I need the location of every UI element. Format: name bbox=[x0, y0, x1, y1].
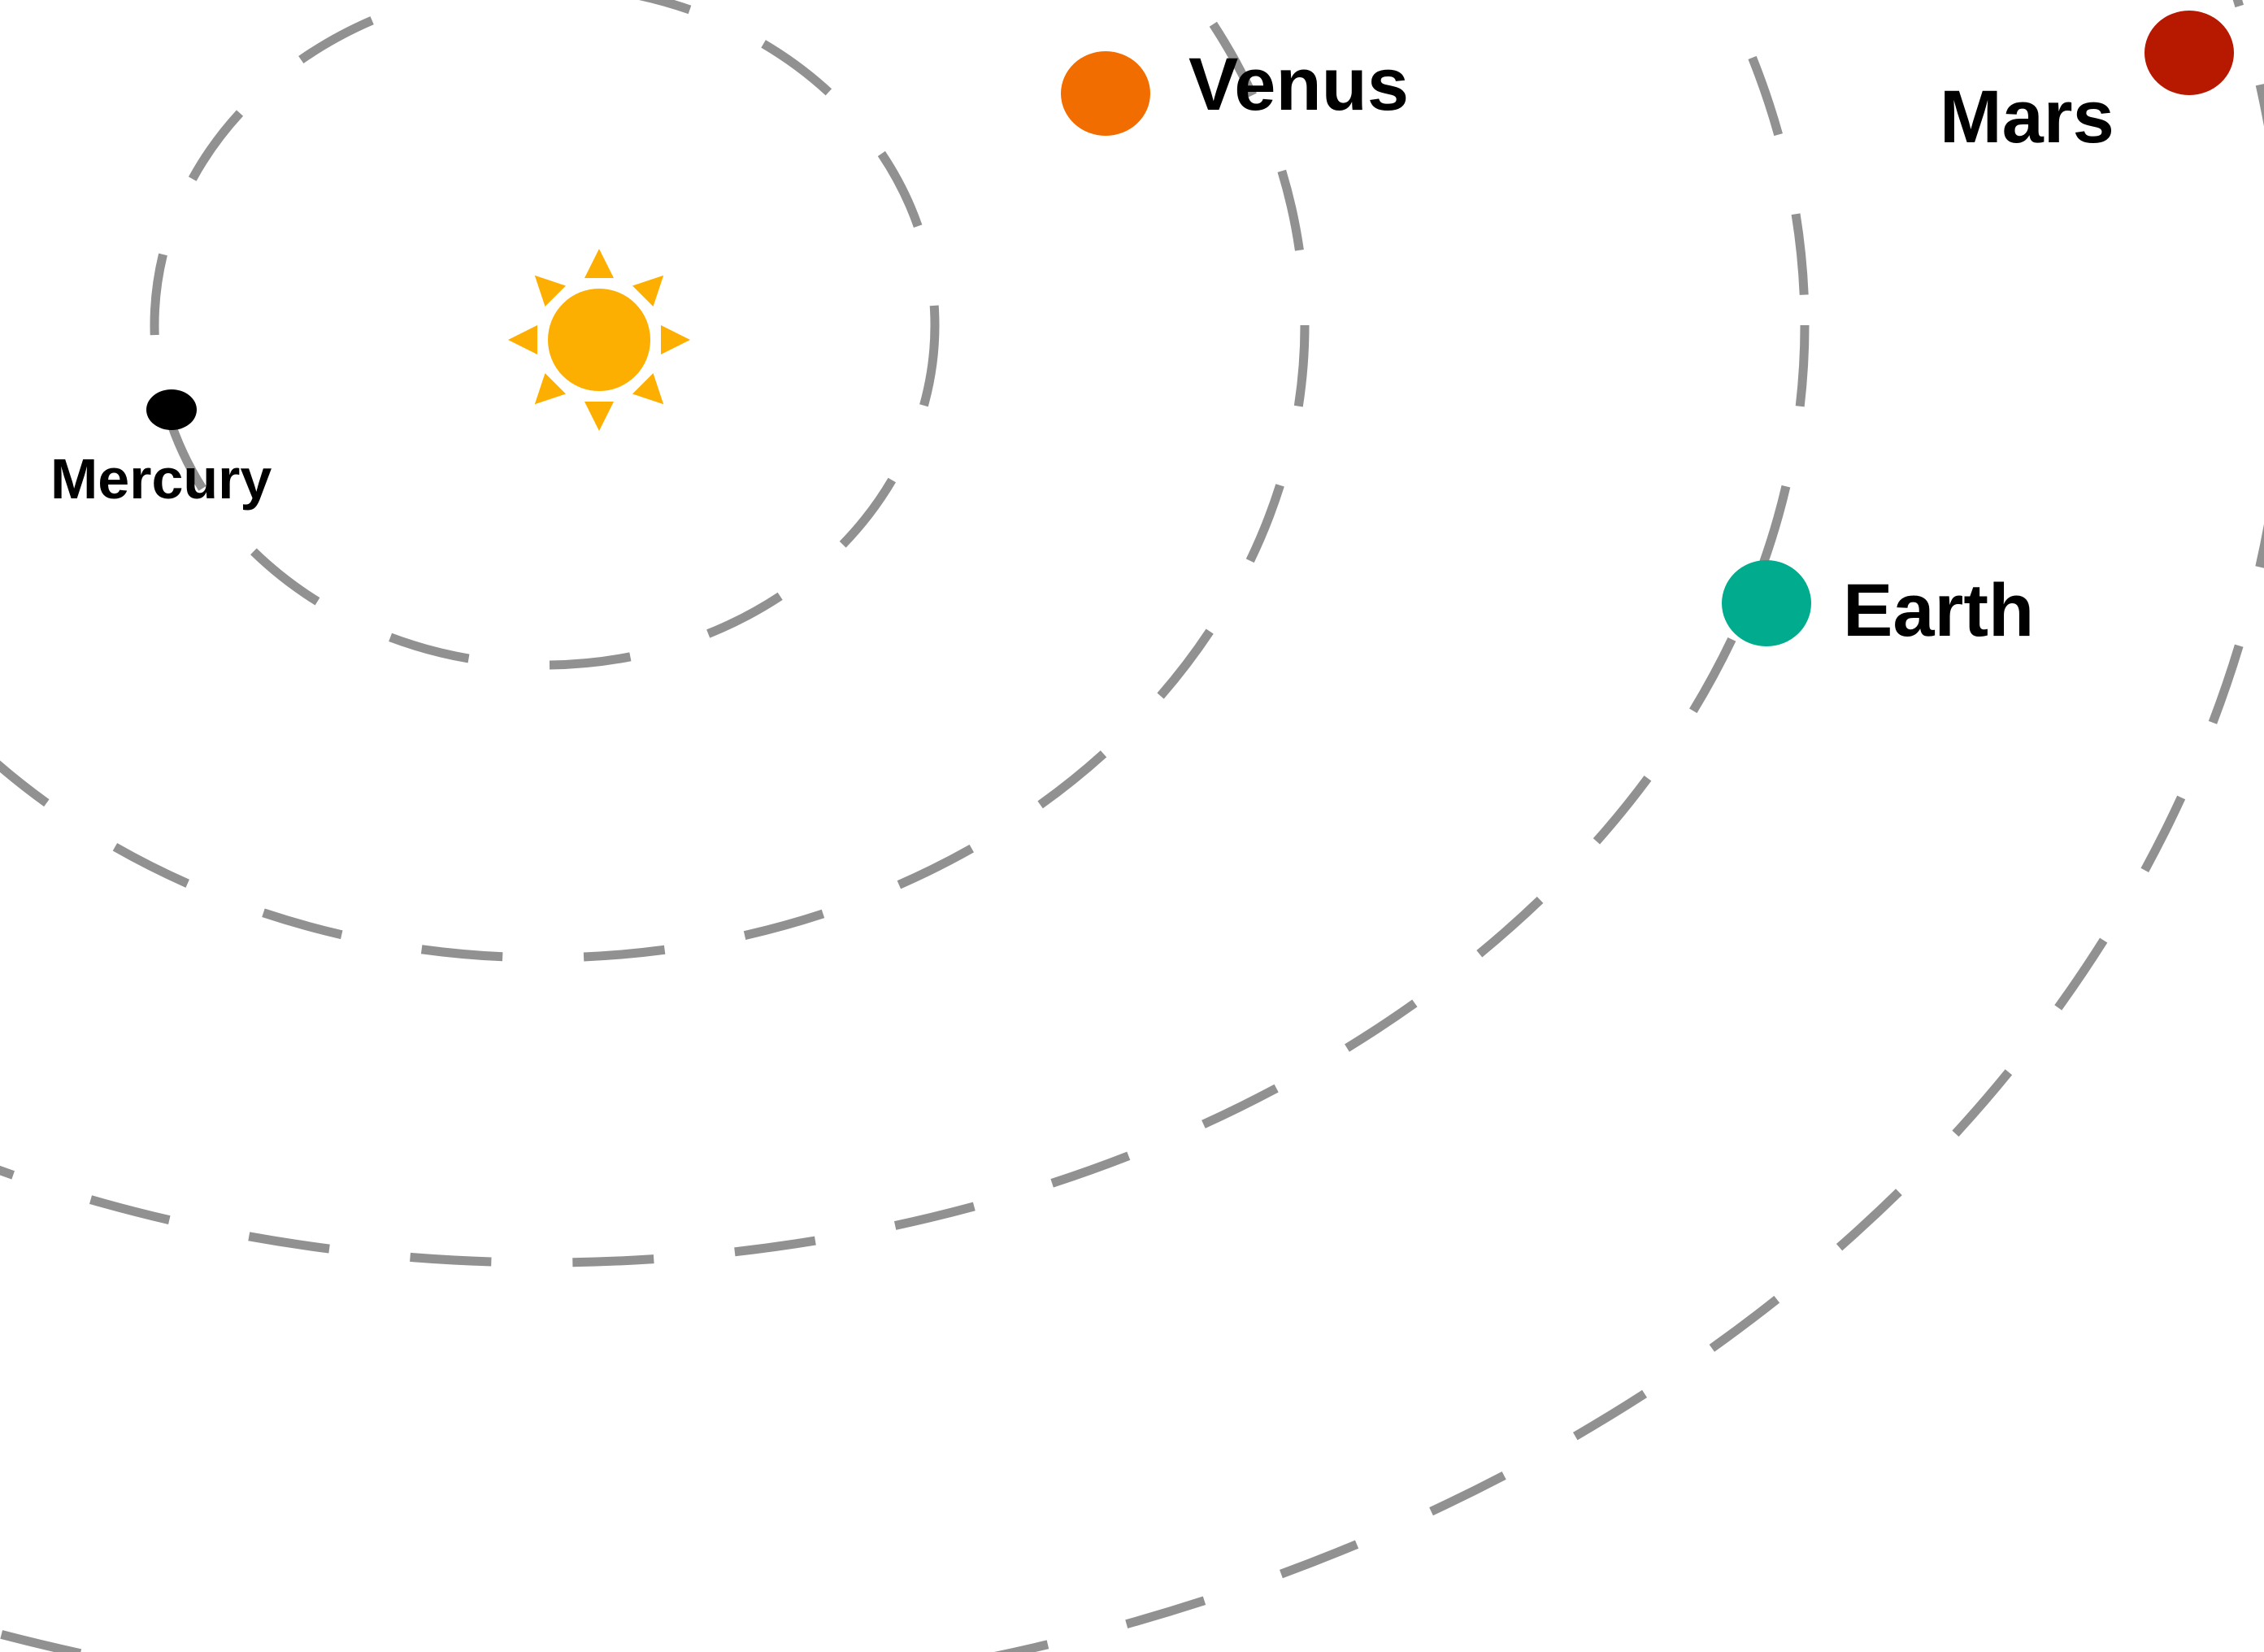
mercury-orbit bbox=[150, 0, 940, 670]
sun-ray bbox=[584, 249, 614, 278]
mars: Mars bbox=[1940, 11, 2234, 159]
mercury-dot bbox=[146, 389, 197, 430]
venus: Venus bbox=[1061, 43, 1409, 136]
sun-ray bbox=[584, 402, 614, 431]
sun-ray bbox=[632, 373, 664, 405]
mercury-label: Mercury bbox=[50, 447, 272, 511]
earth-label: Earth bbox=[1843, 569, 2034, 652]
earth-dot bbox=[1722, 560, 1811, 646]
mars-dot bbox=[2144, 11, 2234, 95]
venus-orbit bbox=[0, 0, 1310, 963]
earth: Earth bbox=[1722, 560, 2034, 652]
venus-dot bbox=[1061, 51, 1150, 136]
venus-label: Venus bbox=[1188, 43, 1409, 126]
sun-ray bbox=[632, 275, 664, 306]
sun-ray bbox=[534, 373, 566, 405]
sun-ray bbox=[534, 275, 566, 306]
sun-icon bbox=[508, 249, 690, 431]
earth-orbit bbox=[0, 0, 1810, 1267]
sun-body bbox=[543, 284, 655, 396]
mercury: Mercury bbox=[50, 389, 272, 511]
sun-rays bbox=[508, 249, 690, 431]
sun-ray bbox=[508, 325, 537, 354]
mars-label: Mars bbox=[1940, 76, 2114, 159]
sun-ray bbox=[661, 325, 690, 354]
